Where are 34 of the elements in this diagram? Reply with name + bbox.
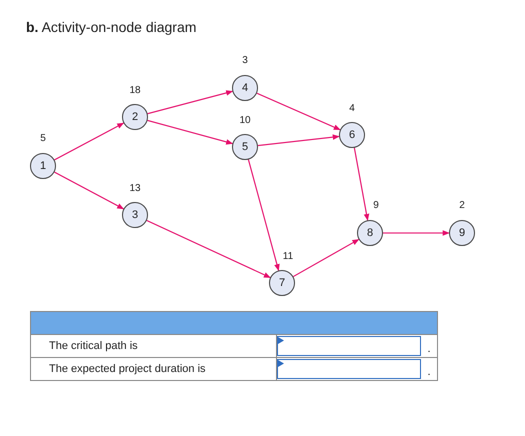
arrow bbox=[354, 148, 370, 221]
activity-node: 5 bbox=[232, 134, 258, 160]
activity-node: 1 bbox=[30, 153, 56, 179]
period-text: . bbox=[426, 342, 432, 357]
activity-node: 9 bbox=[449, 220, 475, 246]
activity-node: 2 bbox=[122, 104, 148, 130]
arrow bbox=[256, 92, 341, 130]
duration-label: 4 bbox=[349, 103, 355, 114]
arrow bbox=[383, 230, 450, 236]
arrow bbox=[54, 172, 124, 210]
prompt-text: The expected project duration is bbox=[31, 358, 277, 380]
duration-label: 10 bbox=[239, 115, 251, 126]
arrow bbox=[293, 238, 360, 278]
arrow bbox=[248, 159, 280, 272]
duration-label: 5 bbox=[40, 133, 46, 144]
activity-node: 6 bbox=[339, 122, 365, 148]
activity-node: 8 bbox=[357, 220, 383, 246]
arrow bbox=[258, 134, 340, 146]
duration-label: 3 bbox=[242, 55, 248, 66]
prompt-text: The critical path is bbox=[31, 335, 277, 357]
duration-label: 18 bbox=[129, 85, 141, 96]
activity-node: 3 bbox=[122, 202, 148, 228]
activity-node: 4 bbox=[232, 75, 258, 101]
activity-node: 7 bbox=[269, 270, 295, 296]
duration-label: 2 bbox=[459, 200, 465, 211]
duration-label: 9 bbox=[373, 200, 379, 211]
period-text: . bbox=[426, 365, 432, 380]
duration-label: 13 bbox=[129, 183, 141, 194]
diagram-title: b. Activity-on-node diagram bbox=[26, 19, 196, 35]
arrow bbox=[147, 120, 234, 145]
arrow bbox=[147, 90, 234, 114]
arrow bbox=[54, 122, 124, 160]
duration-label: 11 bbox=[282, 251, 294, 262]
arrow bbox=[146, 220, 271, 278]
